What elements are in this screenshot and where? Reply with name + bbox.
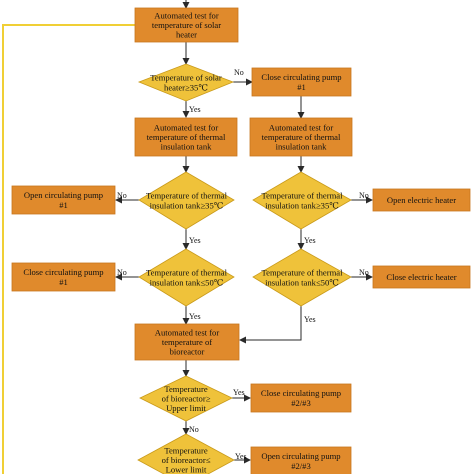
process-box-open-pump1-text: Open circulating pump#1 <box>24 190 103 210</box>
edge-label-yes: Yes <box>235 452 247 461</box>
node-text-line: #2/#3 <box>291 398 311 408</box>
process-box-close-pump1-top-text: Close circulating pump#1 <box>261 72 341 92</box>
node-text-line: Temperature <box>164 445 207 455</box>
node-text-line: Close electric heater <box>386 272 456 282</box>
connectors <box>2 0 373 474</box>
process-box-open-heater: Open electric heater <box>372 188 471 212</box>
node-text-line: Temperature of thermal <box>146 191 228 201</box>
process-box-open-heater-text: Open electric heater <box>387 195 456 205</box>
node-text-line: insulation tank≤50℃ <box>150 277 224 287</box>
node-text-line: insulation tank <box>161 142 213 152</box>
node-text-line: insulation tank≥35℃ <box>150 200 224 210</box>
node-text-line: Lower limit <box>166 465 207 474</box>
node-text-line: temperature of <box>162 337 212 347</box>
process-box-close-heater: Close electric heater <box>372 265 471 289</box>
edge-label-no: No <box>359 268 369 277</box>
edge-labels: No Yes No No Yes Yes No No Yes Yes Yes N… <box>117 68 369 461</box>
node-text-line: Close circulating pump <box>261 72 341 82</box>
node-text-line: of bioreactor≥ <box>162 394 211 404</box>
process-box-close-heater-text: Close electric heater <box>386 272 456 282</box>
node-text-line: Temperature of thermal <box>262 268 344 278</box>
edge-label-no: No <box>117 191 127 200</box>
node-text-line: heater <box>176 30 197 40</box>
loop-back-line <box>2 24 135 474</box>
node-text-line: Open electric heater <box>387 195 456 205</box>
node-text-line: Close circulating pump <box>261 388 341 398</box>
node-text-line: #1 <box>59 200 68 210</box>
process-box-close-pump1-top: Close circulating pump#1 <box>251 67 352 97</box>
node-text-line: Automated test for <box>154 10 219 20</box>
edge-label-yes: Yes <box>304 315 316 324</box>
node-text-line: Automated test for <box>269 122 334 132</box>
node-text-line: Temperature of solar <box>150 73 222 83</box>
edge-label-no: No <box>117 268 127 277</box>
node-text-line: Upper limit <box>166 403 206 413</box>
node-text-line: Open circulating pump <box>24 190 103 200</box>
node-text-line: insulation tank≤50℃ <box>265 277 339 287</box>
edge-label-yes: Yes <box>189 236 201 245</box>
node-text-line: #1 <box>59 277 68 287</box>
node-text-line: temperature of thermal <box>262 132 341 142</box>
edge-label-yes: Yes <box>189 105 201 114</box>
node-text-line: of bioreactor≤ <box>162 455 211 465</box>
node-text-line: bioreactor <box>170 347 205 357</box>
edge-label-no: No <box>234 68 244 77</box>
edge-label-no: No <box>189 425 199 434</box>
node-text-line: insulation tank <box>276 142 328 152</box>
node-text-line: heater≥35℃ <box>164 82 208 92</box>
process-box-open-pump23: Open circulating pump#2/#3 <box>250 446 352 474</box>
node-text-line: Automated test for <box>155 327 220 337</box>
node-text-line: Temperature of thermal <box>146 268 228 278</box>
process-box-open-pump1: Open circulating pump#1 <box>11 185 116 215</box>
node-text-line: Temperature <box>164 384 207 394</box>
edge-label-yes: Yes <box>304 236 316 245</box>
edge-label-yes: Yes <box>233 388 245 397</box>
process-box-open-pump23-text: Open circulating pump#2/#3 <box>261 451 340 471</box>
node-text-line: #1 <box>297 82 306 92</box>
node-text-line: temperature of thermal <box>147 132 226 142</box>
process-box-close-pump1-bottom: Close circulating pump#1 <box>11 262 116 292</box>
node-text-line: Close circulating pump <box>23 267 103 277</box>
node-text-line: Automated test for <box>154 122 219 132</box>
edge-label-yes: Yes <box>189 312 201 321</box>
node-text-line: #2/#3 <box>291 461 311 471</box>
node-text-line: Temperature of thermal <box>262 191 344 201</box>
edge-label-no: No <box>359 191 369 200</box>
process-box-close-pump23-text: Close circulating pump#2/#3 <box>261 388 341 408</box>
node-text-line: Open circulating pump <box>261 451 340 461</box>
process-box-close-pump23: Close circulating pump#2/#3 <box>250 383 352 413</box>
node-text-line: insulation tank≥35℃ <box>265 200 339 210</box>
process-box-close-pump1-bottom-text: Close circulating pump#1 <box>23 267 103 287</box>
node-text-line: temperature of solar <box>152 20 221 30</box>
